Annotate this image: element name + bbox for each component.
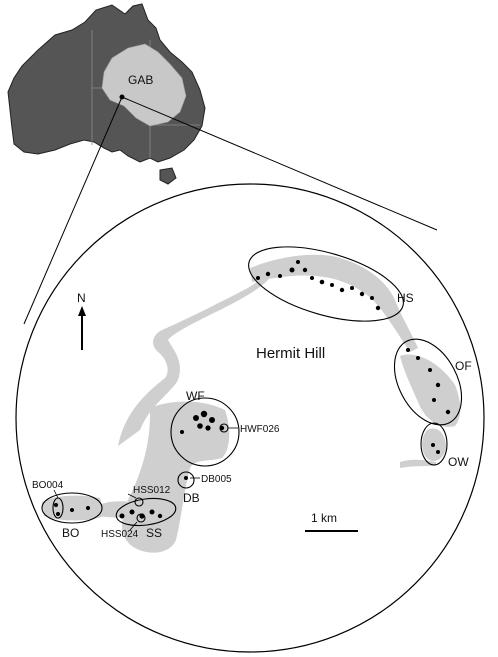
spring-group-outlines xyxy=(41,246,463,527)
spring-vent-dot xyxy=(289,267,295,273)
scale-bar: 1 km xyxy=(305,511,358,532)
wf-spring-group-outline xyxy=(170,397,240,467)
bo-spring-group-outline xyxy=(41,492,103,524)
spring-vent-dot xyxy=(406,348,410,352)
north-label: N xyxy=(77,291,86,305)
spring-vent-dot xyxy=(56,512,60,516)
spring-vent-dot xyxy=(205,425,211,431)
spring-label-hs: HS xyxy=(397,291,414,305)
ss-spring-group-outline xyxy=(115,497,177,527)
spring-vent-dot xyxy=(350,286,354,290)
spring-vent-dot xyxy=(149,509,155,515)
spring-vent-dot xyxy=(428,368,432,372)
spring-vent-dot xyxy=(416,356,420,360)
spring-vent-dots xyxy=(54,260,451,519)
gab-label: GAB xyxy=(128,73,153,87)
spring-vent-dot xyxy=(431,443,435,447)
spring-vent-dot xyxy=(375,305,381,311)
hss012-site-outline xyxy=(134,497,144,507)
site-label-hwf026: HWF026 xyxy=(240,424,280,435)
zoom-connector-lines xyxy=(23,96,438,325)
hs-spring-group-outline xyxy=(248,246,404,322)
spring-vent-dot xyxy=(278,274,282,278)
spring-vent-dot xyxy=(265,271,271,277)
spring-vent-dot xyxy=(200,410,208,418)
spring-label-db: DB xyxy=(183,491,200,505)
site-label-db005: DB005 xyxy=(201,474,232,485)
spring-vent-dot xyxy=(370,296,374,300)
db-spring-group-outline xyxy=(177,471,195,489)
spring-vent-dot xyxy=(445,409,451,415)
spring-vent-dot xyxy=(157,513,163,519)
spring-label-ss: SS xyxy=(146,526,162,540)
spring-outflow-area xyxy=(42,254,461,553)
scale-label: 1 km xyxy=(311,511,337,525)
spring-vent-dot xyxy=(330,283,334,287)
north-arrow-head xyxy=(78,306,86,316)
study-area-circle xyxy=(15,183,485,653)
spring-vent-dot xyxy=(339,287,345,293)
spring-vent-dot xyxy=(119,513,125,519)
spring-vent-dot xyxy=(302,267,308,273)
spring-vent-dot xyxy=(296,260,300,264)
spring-vent-dot xyxy=(319,279,325,285)
ow-spring-group-outline xyxy=(420,422,448,466)
north-arrow: N xyxy=(77,291,86,350)
spring-vent-dot xyxy=(310,276,314,280)
spring-vent-dot xyxy=(435,382,441,388)
hss024-site-outline xyxy=(136,513,146,523)
spring-vent-dot xyxy=(197,423,203,429)
site-label-hss024: HSS024 xyxy=(101,529,139,540)
site-leader-lines xyxy=(53,427,238,531)
of-spring-group-outline xyxy=(393,338,463,426)
tasmania xyxy=(159,167,177,185)
spring-vent-dot xyxy=(129,509,135,515)
spring-vent-dot xyxy=(209,417,215,423)
spring-label-wf: WF xyxy=(186,389,205,403)
spring-vent-dot xyxy=(432,398,436,402)
australia-inset-map: GAB xyxy=(7,3,206,185)
spring-vent-dot xyxy=(184,476,188,480)
spring-vent-dot xyxy=(70,508,74,512)
spring-vent-dot xyxy=(180,430,184,434)
site-label-bo004: BO004 xyxy=(32,480,64,491)
spring-label-bo: BO xyxy=(62,526,79,540)
spring-vent-dot xyxy=(193,415,199,421)
spring-label-ow: OW xyxy=(448,455,469,469)
spring-vent-dot xyxy=(86,506,90,510)
spring-vent-dot xyxy=(219,425,225,431)
great-artesian-basin xyxy=(101,43,187,127)
spring-vent-dot xyxy=(256,276,260,280)
spring-label-of: OF xyxy=(455,359,472,373)
spring-vent-dot xyxy=(54,503,58,507)
spring-vent-dot xyxy=(359,291,365,297)
spring-vent-dot xyxy=(436,450,440,454)
place-title: Hermit Hill xyxy=(256,345,325,362)
site-label-hss012: HSS012 xyxy=(133,485,171,496)
